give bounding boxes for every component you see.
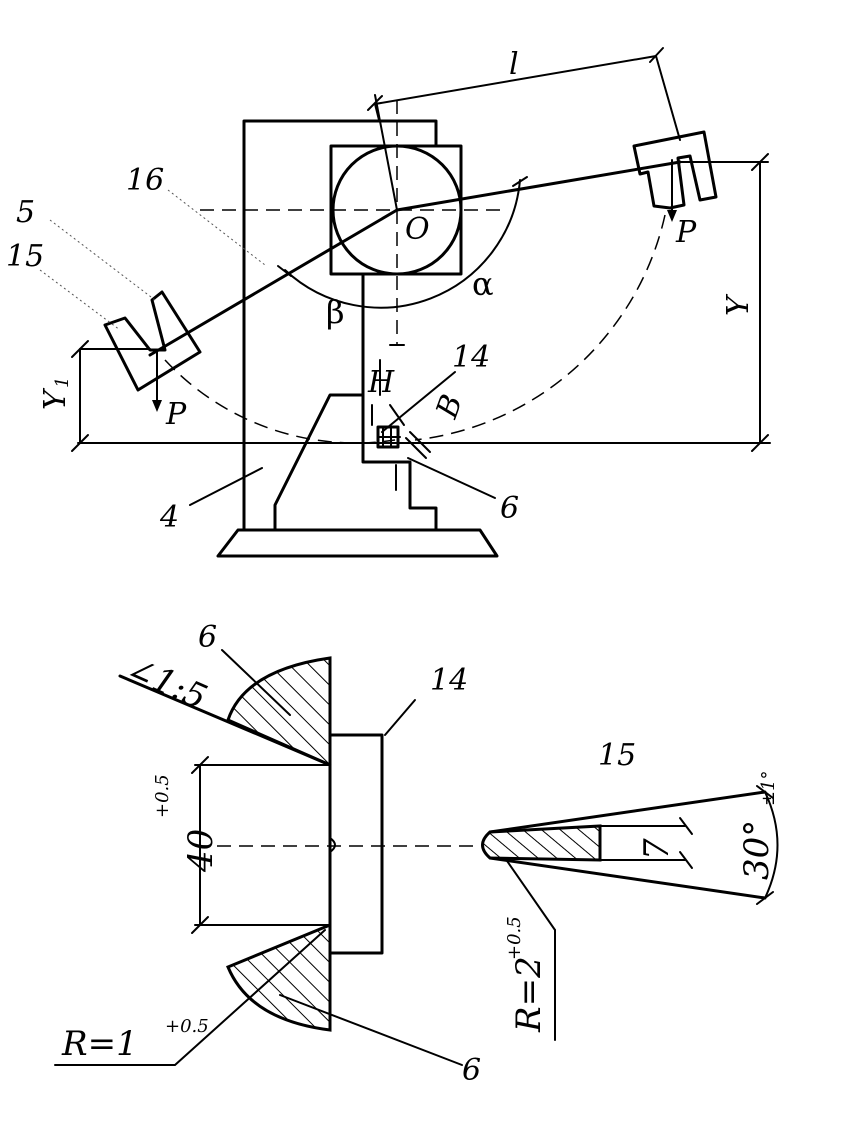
pendulum-arms [148,94,682,357]
label-dim30-tol: ±1° [758,770,779,806]
label-taper: ∠1:5 [120,648,212,718]
pendulum-machine-view: l Y Y 1 O [6,47,771,558]
label-15-bottom: 15 [598,738,636,773]
label-p-right: P [675,215,697,250]
label-dim7: 7 [637,838,677,860]
label-l: l [509,47,519,82]
label-o: O [405,212,430,247]
hammer-right [632,130,718,222]
dimension-y: Y [679,153,769,452]
anvil-bottom [226,922,332,1032]
label-dim40-tol: +0.5 [152,774,173,818]
label-6: 6 [500,491,519,526]
label-6-top: 6 [198,620,217,655]
label-16: 16 [126,163,164,198]
support-detail-view: 40 +0.5 6 6 14 15 ∠ [54,620,779,1088]
label-4: 4 [159,500,179,535]
label-y1: Y [38,387,73,410]
dimension-40: 40 +0.5 [152,756,331,934]
label-15: 15 [6,239,44,274]
pivot-hub [200,100,500,345]
anvil-top [118,656,332,768]
striker-edge [481,785,779,1041]
leader-lines-top [39,189,496,506]
label-5: 5 [16,195,35,230]
label-r2: R=2 [509,956,549,1033]
label-r1: R=1 [61,1024,138,1064]
label-r1-tol: +0.5 [165,1016,209,1037]
dimension-y1: Y 1 [38,340,771,452]
label-y1-sub: 1 [52,377,73,388]
label-y: Y [721,293,756,316]
hammer-left [103,290,202,412]
label-r2-tol: +0.5 [504,916,525,960]
label-b: B [429,390,470,424]
label-14-bottom: 14 [430,663,468,698]
dimension-l: l [367,47,681,141]
label-dim40: 40 [181,829,221,873]
label-6-bottom: 6 [462,1053,481,1088]
label-beta: β [326,293,345,331]
label-dim30: 30° [737,820,777,880]
label-h: H [367,365,395,400]
label-14: 14 [452,340,490,375]
label-alpha: α [472,265,494,303]
machine-frame [216,119,499,558]
swing-arcs [164,176,666,444]
specimen-bar [328,699,416,955]
label-p-left: P [165,397,187,432]
leader-lines-bottom [54,649,463,1066]
